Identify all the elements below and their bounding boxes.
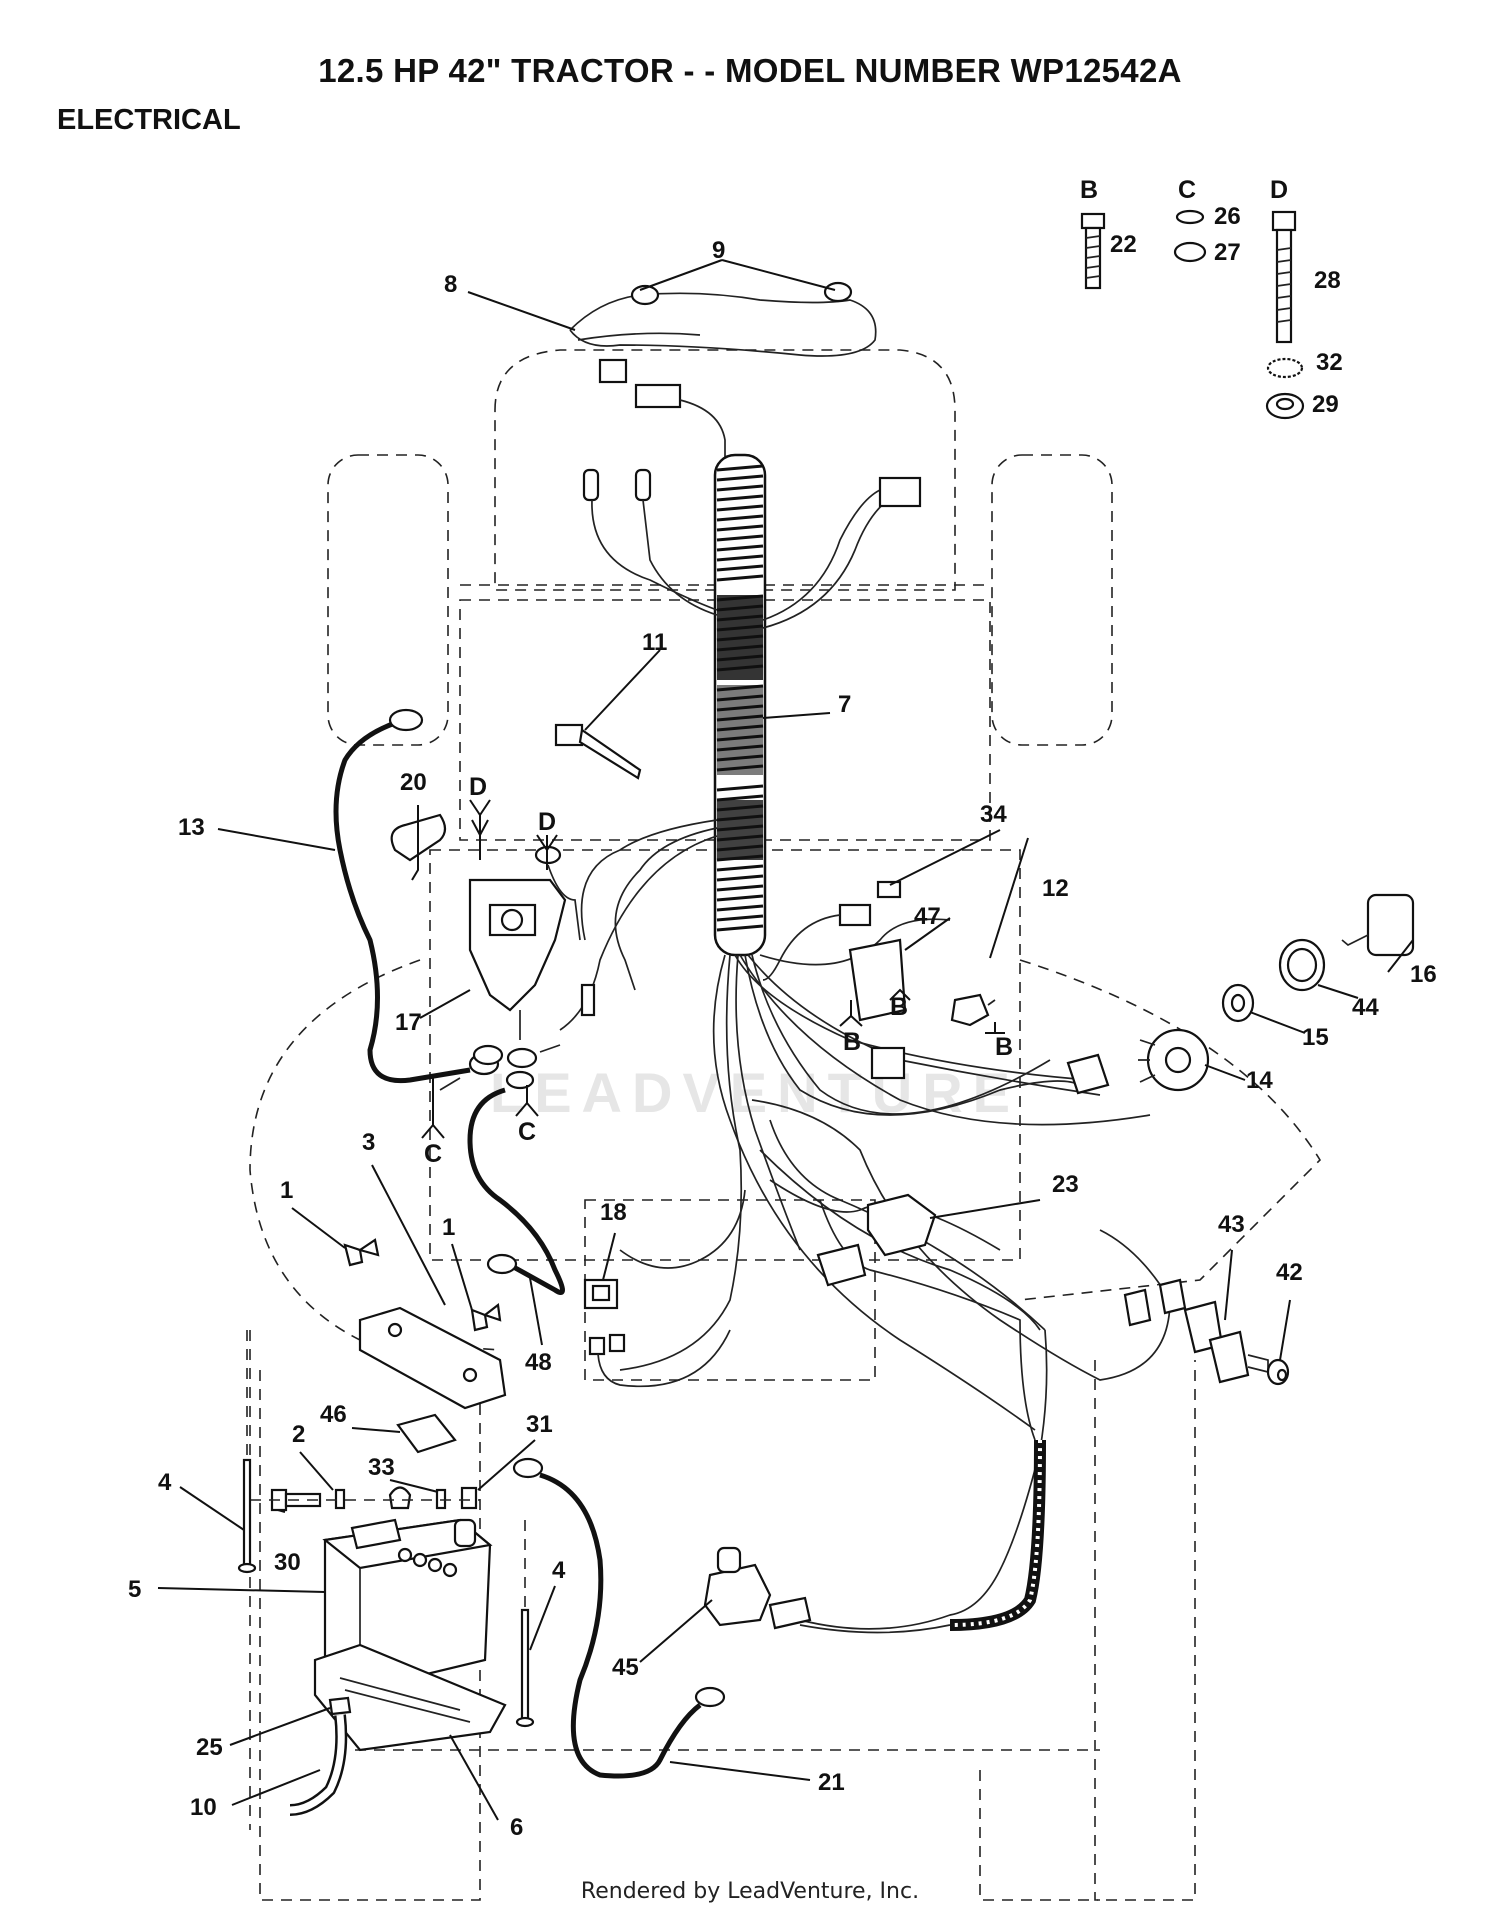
tray-6 [313, 1643, 507, 1752]
callout-47: 47 [914, 903, 941, 930]
wing-nuts-1 [343, 1238, 502, 1332]
callout-4b: 4 [552, 1557, 566, 1584]
callout-11: 11 [642, 629, 667, 656]
callout-44: 44 [1352, 994, 1379, 1021]
callout-10: 10 [190, 1794, 217, 1821]
solenoid-17 [468, 819, 581, 1040]
ref-d: D [1270, 176, 1288, 204]
terminal-hardware [250, 1486, 480, 1512]
ref-b-2: B [890, 993, 908, 1021]
upper-harness-branches [559, 468, 922, 1031]
headlight-harness [569, 281, 877, 460]
pto-switch-43 [1183, 1300, 1290, 1386]
callout-22: 22 [1110, 231, 1137, 258]
seat-switch-45 [703, 1546, 812, 1630]
seat-switch-coil [799, 1439, 1046, 1634]
main-harness-loom [713, 453, 767, 957]
callout-12: 12 [1042, 875, 1069, 902]
bolts-4 [237, 1330, 535, 1728]
callout-29: 29 [1312, 391, 1339, 418]
ref-b: B [1080, 176, 1098, 204]
ref-b-1: B [843, 1028, 861, 1056]
callout-42: 42 [1276, 1259, 1303, 1286]
callout-25: 25 [196, 1734, 223, 1761]
ref-b-3: B [995, 1033, 1013, 1061]
callout-31: 31 [526, 1411, 553, 1438]
callout-13: 13 [178, 814, 205, 841]
holddown-3 [358, 1306, 507, 1410]
callout-4a: 4 [158, 1469, 172, 1496]
ref-d-2: D [538, 808, 556, 836]
callout-8: 8 [444, 271, 457, 298]
callout-34: 34 [980, 801, 1007, 828]
callout-3: 3 [362, 1129, 375, 1156]
callout-1a: 1 [280, 1177, 293, 1204]
callout-numbers: 9 8 11 7 13 20 17 34 12 47 16 44 15 14 2… [128, 203, 1437, 1841]
ref-d-1: D [469, 773, 487, 801]
callout-6: 6 [510, 1814, 523, 1841]
callout-20: 20 [400, 769, 427, 796]
callout-45: 45 [612, 1654, 639, 1681]
switch-18 [583, 1278, 731, 1388]
callout-32: 32 [1316, 349, 1343, 376]
cable-tie-11 [554, 723, 642, 780]
callout-9: 9 [712, 237, 725, 264]
callout-30: 30 [274, 1549, 301, 1576]
lower-harness-branches [619, 918, 1171, 1630]
battery-cable-48 [467, 1087, 565, 1295]
callout-26: 26 [1214, 203, 1241, 230]
ring-terminals-c [439, 1044, 561, 1091]
callout-21: 21 [818, 1769, 845, 1796]
pad-46 [396, 1413, 457, 1454]
drain-tube-10 [289, 1696, 352, 1816]
page-title: 12.5 HP 42" TRACTOR - - MODEL NUMBER WP1… [318, 52, 1182, 89]
relay-23 [816, 1053, 1187, 1327]
callout-15: 15 [1302, 1024, 1329, 1051]
footer-credit: Rendered by LeadVenture, Inc. [580, 1879, 920, 1904]
tractor-outline [249, 349, 1322, 1901]
callout-27: 27 [1214, 239, 1241, 266]
callout-17: 17 [395, 1009, 422, 1036]
callout-5: 5 [128, 1576, 141, 1603]
reference-letters: D D C C B B B [421, 773, 1013, 1168]
callout-18: 18 [600, 1199, 627, 1226]
callout-16: 16 [1410, 961, 1437, 988]
callout-46: 46 [320, 1401, 347, 1428]
callout-23: 23 [1052, 1171, 1079, 1198]
hardware-callouts: B C D [1080, 176, 1305, 420]
section-title: ELECTRICAL [57, 104, 241, 136]
callout-48: 48 [525, 1349, 552, 1376]
ignition-group [1138, 893, 1415, 1092]
callout-7: 7 [838, 691, 851, 718]
battery-cable-21 [512, 1457, 726, 1779]
callout-43: 43 [1218, 1211, 1245, 1238]
ref-c-1: C [424, 1140, 442, 1168]
ref-c: C [1178, 176, 1196, 204]
ref-c-2: C [518, 1118, 536, 1146]
callout-28: 28 [1314, 267, 1341, 294]
callout-14: 14 [1246, 1067, 1273, 1094]
callout-33: 33 [368, 1454, 395, 1481]
leader-lines [157, 259, 1414, 1821]
switch-group-right [762, 880, 996, 1080]
callout-1b: 1 [442, 1214, 455, 1241]
callout-2: 2 [292, 1421, 305, 1448]
